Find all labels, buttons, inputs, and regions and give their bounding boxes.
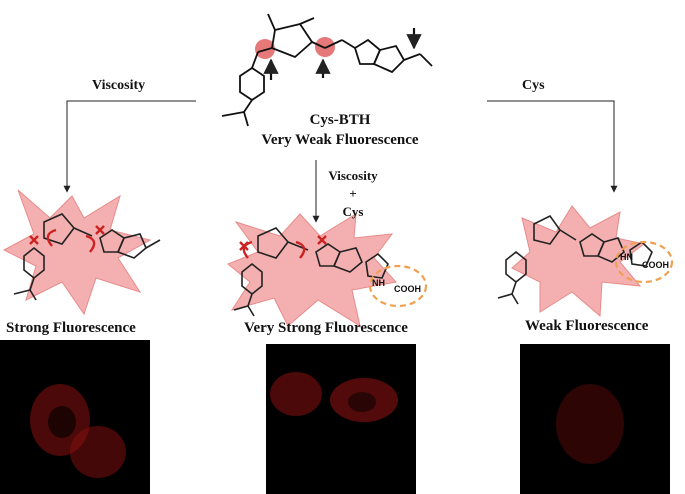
micrograph-right (520, 344, 670, 494)
probe-state: Very Weak Fluorescence (261, 132, 419, 148)
probe-molecule (221, 13, 433, 127)
burst-right (511, 205, 646, 318)
rotor-marks-center (239, 235, 327, 259)
cell-image-left (30, 384, 126, 478)
right-arrow-label: Cys (522, 78, 545, 93)
micrograph-left (0, 340, 150, 494)
nh-label-center: NH (372, 278, 385, 288)
double-bond-highlight-right (315, 37, 335, 57)
left-arrow-label: Viscosity (92, 78, 146, 93)
result-label-right: Weak Fluorescence (525, 318, 649, 334)
mark-arrows (263, 28, 422, 80)
right-molecule (497, 214, 653, 305)
cell-image-right (556, 384, 624, 464)
micrograph-center (266, 344, 416, 494)
result-label-center: Very Strong Fluorescence (244, 320, 408, 336)
center-arrow-label-plus: + (349, 186, 357, 201)
burst-left (2, 189, 152, 316)
double-bond-highlight-left (255, 39, 275, 59)
center-arrow-label-top: Viscosity (328, 168, 378, 183)
center-arrow-label-bottom: Cys (342, 204, 364, 219)
cooh-label-right: COOH (642, 260, 669, 270)
left-flow-arrow (63, 100, 196, 193)
cooh-label-center: COOH (394, 284, 421, 294)
burst-center (227, 213, 397, 328)
result-label-left: Strong Fluorescence (6, 320, 136, 336)
hn-label-right: HN (620, 252, 633, 262)
dashed-ring-right (614, 240, 674, 284)
probe-name: Cys-BTH (309, 112, 371, 128)
cell-image-center (270, 372, 398, 422)
left-molecule (13, 213, 161, 301)
right-flow-arrow (487, 100, 618, 193)
rotor-marks-left (29, 225, 105, 253)
dashed-ring-center (368, 264, 428, 308)
